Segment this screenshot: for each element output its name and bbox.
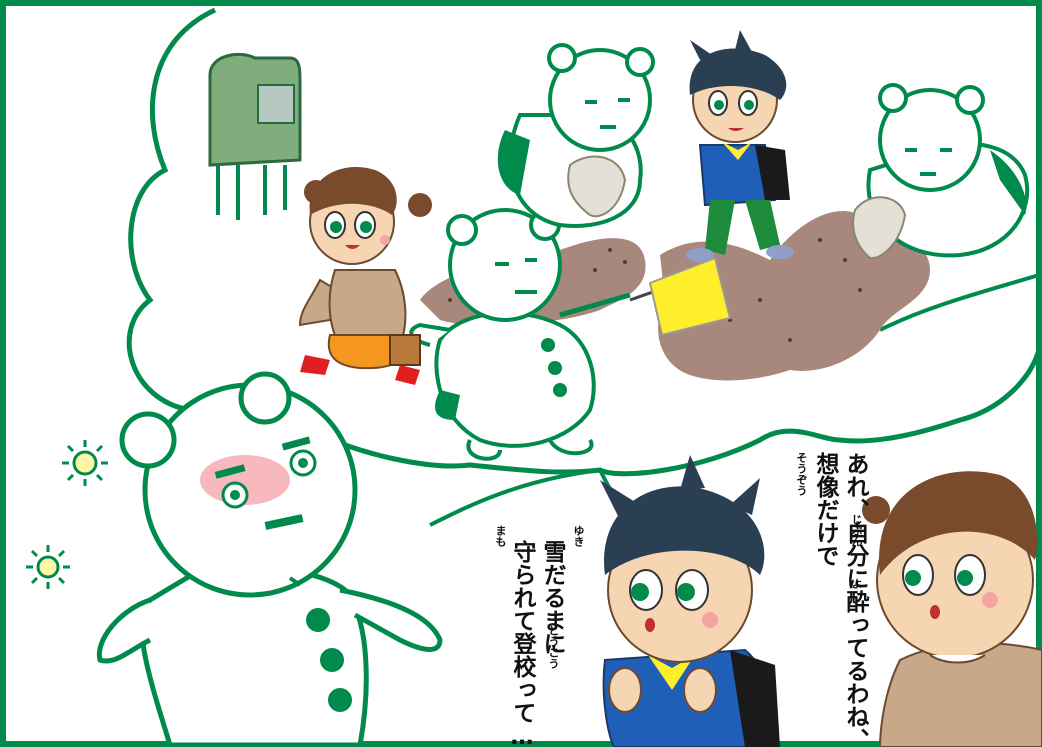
speech-text-left: 雪だるまに 守られて登校って… [507,540,567,747]
thought-cloud [126,7,1042,477]
furigana-souzou: そうぞう [795,452,808,496]
furigana-jibun: じぶん [850,514,863,547]
speech-left-line2: 守られて登校って… [509,540,535,747]
furigana-mamo: まも [494,525,507,547]
sun-icon [26,440,108,589]
yellow-flag [629,256,732,337]
girl-walking [298,167,432,385]
big-snowman-buttons [306,608,352,712]
furigana-yuki: ゆき [572,525,585,547]
furigana-you: よ [850,578,863,589]
furigana-toukou: とうこう [547,625,560,669]
boy-bottom [600,455,780,747]
speech-left-line1: 雪だるまに [539,540,565,655]
mailbox [208,52,302,220]
big-snowman-face [214,436,317,530]
boy-walking [686,30,794,262]
speech-right-line1: あれ、自分に酔ってるわね、 [842,452,868,747]
speech-text-right: あれ、自分に酔ってるわね、 想像だけで [810,452,870,747]
snowman-bear-right [866,83,1030,258]
girl-bottom [862,471,1042,747]
speech-right-line2: 想像だけで [812,452,838,567]
